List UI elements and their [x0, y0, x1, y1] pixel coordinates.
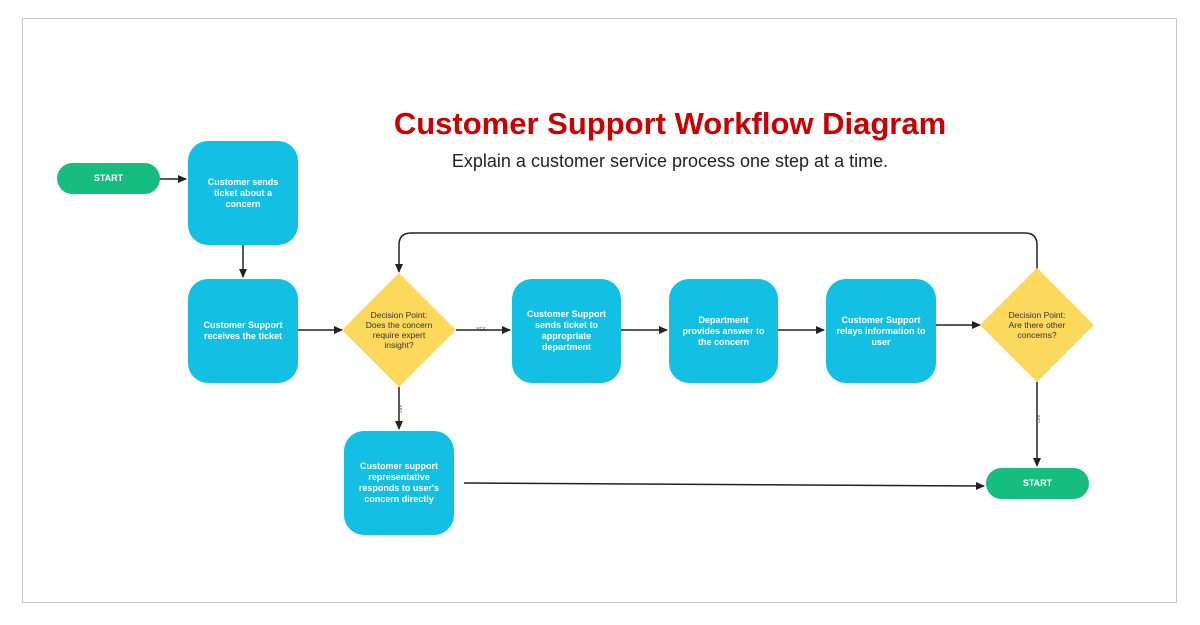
decision-diamond-shape-2 — [980, 268, 1094, 382]
decision-expert-insight[interactable]: Decision Point: Does the concern require… — [342, 273, 456, 387]
decision-diamond-shape — [342, 273, 456, 387]
diagram-title: Customer Support Workflow Diagram — [393, 106, 947, 141]
edge-loop-back — [395, 232, 1038, 273]
start-terminal-top[interactable]: START — [57, 163, 160, 194]
decision-other-concerns[interactable]: Decision Point: Are there other concerns… — [980, 268, 1094, 382]
process-receives-ticket[interactable]: Customer Support receives the ticket — [188, 279, 298, 383]
process-relays-information[interactable]: Customer Support relays information to u… — [826, 279, 936, 383]
decision-other-label: Decision Point: Are there other concerns… — [1008, 310, 1066, 340]
start-terminal-bottom[interactable]: START — [986, 468, 1089, 499]
diagram-subtitle: Explain a customer service process one s… — [451, 151, 889, 171]
process-department-answer[interactable]: Department provides answer to the concer… — [669, 279, 778, 383]
edge-label-no-left: NO — [395, 405, 402, 413]
process-sends-to-department[interactable]: Customer Support sends ticket to appropr… — [512, 279, 621, 383]
process-rep-responds[interactable]: Customer support representative responds… — [344, 431, 454, 535]
edge-label-no-right: NO — [1033, 415, 1040, 423]
edge-rep-to-end — [463, 481, 985, 490]
process-send-ticket[interactable]: Customer sends ticket about a concern — [188, 141, 298, 245]
edge-label-yes: YES — [476, 327, 487, 333]
decision-expert-label: Decision Point: Does the concern require… — [365, 310, 433, 350]
